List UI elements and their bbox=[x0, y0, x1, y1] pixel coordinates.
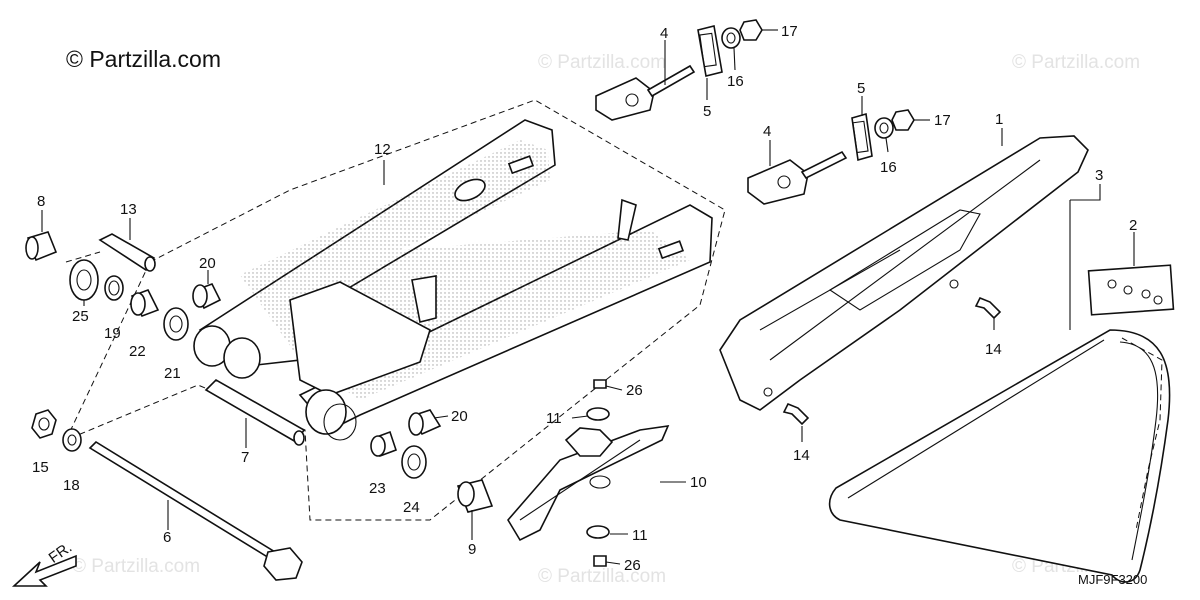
nut-15 bbox=[31, 409, 57, 439]
chain-joint bbox=[1087, 264, 1175, 316]
nut-17-lower bbox=[891, 109, 915, 131]
washer-18 bbox=[62, 428, 82, 452]
callout-4: 4 bbox=[660, 25, 668, 42]
collar-13 bbox=[98, 233, 156, 272]
collar-9 bbox=[456, 479, 494, 513]
watermark: © Partzilla.com bbox=[538, 566, 667, 587]
callout-20: 20 bbox=[199, 255, 216, 272]
collar-11-upper bbox=[586, 407, 610, 421]
callout-15: 15 bbox=[32, 459, 49, 476]
chain-adjuster-4-upper bbox=[595, 64, 696, 121]
callout-16: 16 bbox=[727, 73, 744, 90]
diagram-reference-code: MJF9F3200 bbox=[1078, 572, 1148, 587]
collar-11-lower bbox=[586, 525, 610, 539]
callout-labels: 1 2 3 4 4 5 5 6 7 8 9 10 11 11 12 13 14 … bbox=[32, 23, 1137, 574]
bearing-21 bbox=[163, 307, 189, 341]
callout-19: 19 bbox=[104, 325, 121, 342]
callout-26: 26 bbox=[624, 557, 641, 574]
watermark: © Partzilla.com bbox=[72, 556, 201, 577]
callout-2: 2 bbox=[1129, 217, 1137, 234]
copyright-text: © Partzilla.com bbox=[66, 46, 221, 72]
ring-19 bbox=[104, 275, 124, 301]
watermark: © Partzilla.com bbox=[1012, 52, 1141, 73]
chain-slider bbox=[507, 425, 670, 542]
callout-12: 12 bbox=[374, 141, 391, 158]
callout-10: 10 bbox=[690, 474, 707, 491]
callout-3: 3 bbox=[1095, 167, 1103, 184]
callout-16: 16 bbox=[880, 159, 897, 176]
callout-25: 25 bbox=[72, 308, 89, 325]
bushing-8 bbox=[25, 231, 58, 262]
callout-5: 5 bbox=[703, 103, 711, 120]
callout-26: 26 bbox=[626, 382, 643, 399]
callout-24: 24 bbox=[403, 499, 420, 516]
watermark: © Partzilla.com bbox=[538, 52, 667, 73]
swingarm-group-boundary bbox=[64, 99, 726, 521]
callout-13: 13 bbox=[120, 201, 137, 218]
callout-4: 4 bbox=[763, 123, 771, 140]
callout-20: 20 bbox=[451, 408, 468, 425]
needle-bearing-22 bbox=[130, 288, 160, 318]
callout-1: 1 bbox=[995, 111, 1003, 128]
callout-11: 11 bbox=[546, 410, 562, 427]
washer-16-upper bbox=[721, 27, 741, 49]
callout-23: 23 bbox=[369, 480, 386, 497]
swingarm bbox=[193, 119, 713, 441]
callout-21: 21 bbox=[164, 365, 181, 382]
needle-bearing-23 bbox=[370, 430, 398, 458]
bolt-14-lower bbox=[782, 402, 810, 426]
callout-18: 18 bbox=[63, 477, 80, 494]
callout-5: 5 bbox=[857, 80, 865, 97]
front-direction-arrow bbox=[11, 554, 77, 587]
callout-22: 22 bbox=[129, 343, 146, 360]
callout-11: 11 bbox=[632, 527, 648, 544]
callout-7: 7 bbox=[241, 449, 249, 466]
nut-17-upper bbox=[739, 19, 763, 41]
leader-lines bbox=[41, 29, 1135, 565]
callout-8: 8 bbox=[37, 193, 45, 210]
bushing-20-lower bbox=[408, 409, 442, 436]
chain-adjuster-4-lower bbox=[747, 150, 848, 205]
drive-chain bbox=[828, 329, 1171, 583]
callout-14: 14 bbox=[985, 341, 1002, 358]
bolt-14-upper bbox=[974, 296, 1002, 320]
callout-17: 17 bbox=[781, 23, 798, 40]
washer-16-lower bbox=[874, 117, 894, 139]
pivot-collar-7 bbox=[204, 379, 306, 446]
plate-5-lower bbox=[851, 112, 873, 162]
callout-17: 17 bbox=[934, 112, 951, 129]
callout-14: 14 bbox=[793, 447, 810, 464]
bushing-20-upper bbox=[192, 282, 222, 310]
screw-26-lower bbox=[593, 555, 607, 567]
oil-seal-24 bbox=[401, 445, 427, 479]
screw-26-upper bbox=[593, 379, 607, 389]
callout-9: 9 bbox=[468, 541, 476, 558]
oil-seal-25 bbox=[69, 259, 99, 301]
pivot-bolt-6 bbox=[88, 440, 303, 581]
callout-6: 6 bbox=[163, 529, 171, 546]
drive-chain-case bbox=[719, 135, 1089, 411]
plate-5-upper bbox=[697, 25, 723, 77]
